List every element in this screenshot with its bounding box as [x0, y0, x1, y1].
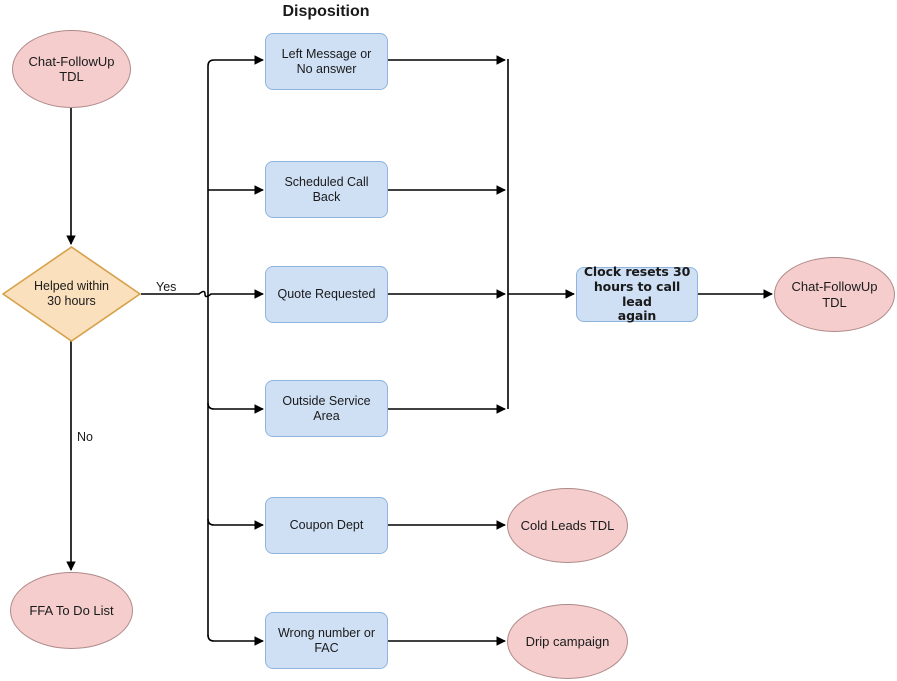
- node-label: Wrong number or FAC: [277, 625, 376, 655]
- page-title: Disposition: [282, 3, 370, 20]
- node-left-message-or-no-answer[interactable]: Left Message or No answer: [265, 33, 388, 90]
- node-ffa-to-do-list[interactable]: FFA To Do List: [10, 572, 133, 649]
- node-end-chat-followup-tdl[interactable]: Chat-FollowUp TDL: [774, 257, 895, 332]
- node-outside-service-area[interactable]: Outside Service Area: [265, 380, 388, 437]
- node-label: Chat-FollowUp TDL: [791, 279, 878, 310]
- node-clock-resets-30-hours[interactable]: Clock resets 30 hours to call lead again: [576, 264, 698, 324]
- node-label: Coupon Dept: [289, 518, 364, 533]
- node-label: Helped within 30 hours: [33, 279, 110, 308]
- node-scheduled-call-back[interactable]: Scheduled Call Back: [265, 161, 388, 218]
- edge-trunk-to-coupon-dept: [207, 518, 264, 530]
- node-start-chat-followup-tdl[interactable]: Chat-FollowUp TDL: [12, 30, 131, 108]
- node-label: Clock resets 30 hours to call lead again: [583, 264, 691, 324]
- node-label: Chat-FollowUp TDL: [28, 53, 115, 84]
- node-quote-requested[interactable]: Quote Requested: [265, 266, 388, 323]
- node-label: FFA To Do List: [29, 602, 114, 618]
- edge-label-yes: Yes: [156, 280, 177, 294]
- node-label: Quote Requested: [277, 287, 376, 302]
- node-label: Scheduled Call Back: [284, 174, 369, 204]
- edge-trunk-to-left-message: [207, 55, 264, 294]
- node-drip-campaign[interactable]: Drip campaign: [507, 604, 628, 679]
- node-cold-leads-tdl[interactable]: Cold Leads TDL: [507, 488, 628, 563]
- node-decision-helped-within-30-hours[interactable]: Helped within 30 hours: [2, 246, 141, 342]
- node-coupon-dept[interactable]: Coupon Dept: [265, 497, 388, 554]
- edge-trunk-to-wrong-number: [207, 634, 264, 646]
- edge-label-no: No: [77, 430, 93, 444]
- node-label: Drip campaign: [525, 633, 610, 649]
- edge-group: [66, 55, 773, 646]
- node-label: Left Message or No answer: [281, 46, 372, 76]
- node-wrong-number-or-fac[interactable]: Wrong number or FAC: [265, 612, 388, 669]
- node-label: Cold Leads TDL: [520, 517, 615, 533]
- node-label: Outside Service Area: [282, 393, 371, 423]
- diamond-shape: [2, 246, 141, 342]
- edge-trunk-to-outside-service: [207, 402, 264, 414]
